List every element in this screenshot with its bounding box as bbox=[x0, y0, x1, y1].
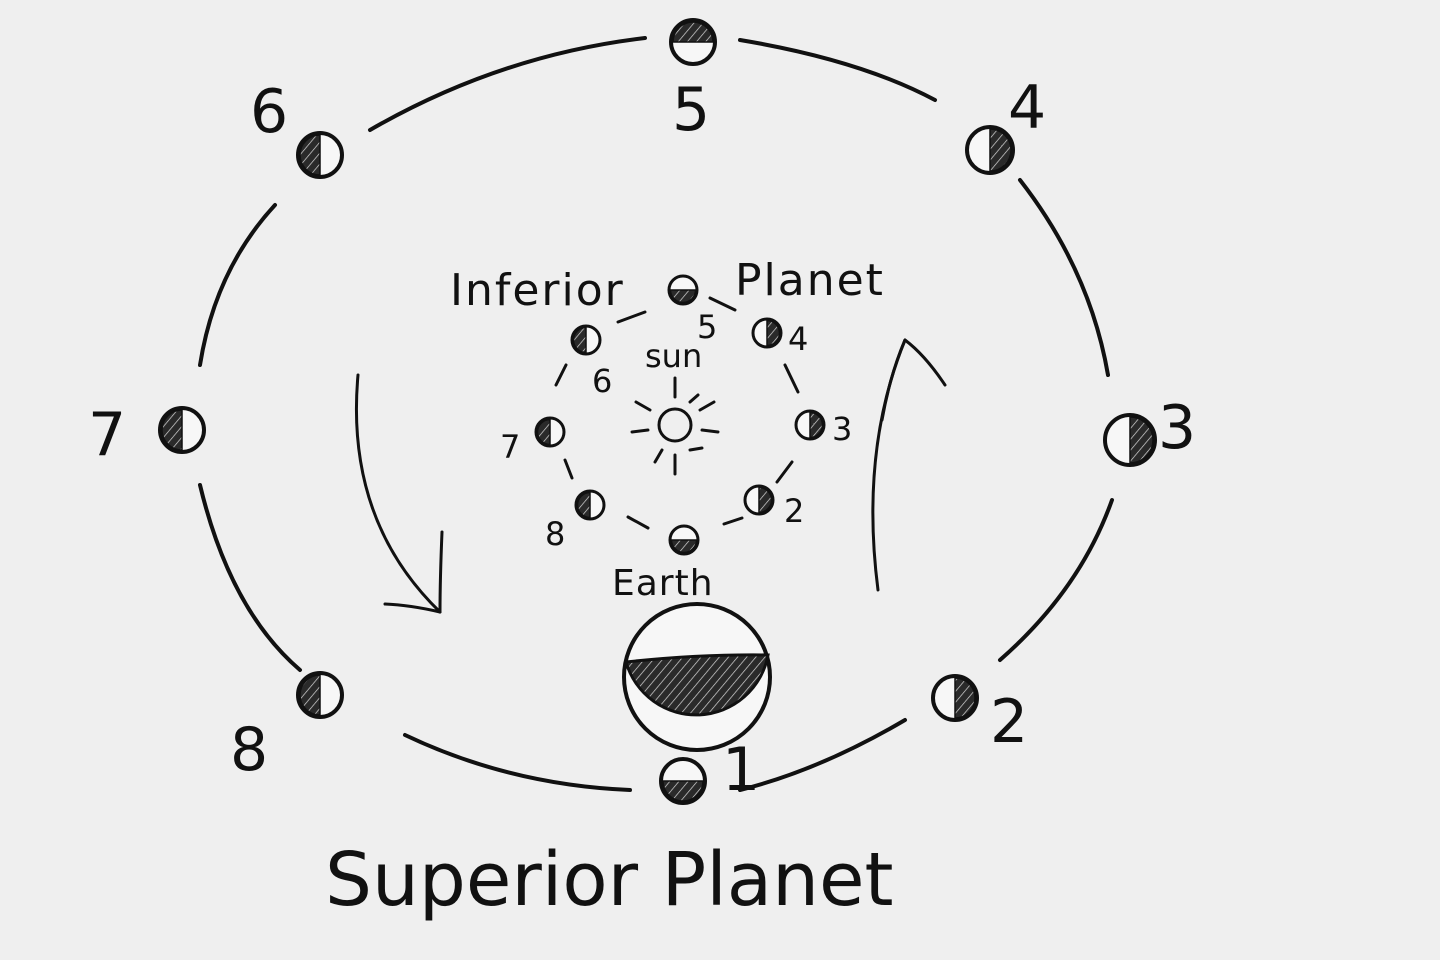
outer-phase-8-label: 8 bbox=[230, 715, 268, 785]
inner-planet-1-shadow bbox=[670, 539, 698, 554]
inner-phase-2: 2 bbox=[743, 484, 804, 530]
inner-planet-3-shadow bbox=[809, 411, 824, 439]
superior-planet-title: Superior Planet bbox=[325, 837, 894, 923]
outer-phase-2-label: 2 bbox=[990, 687, 1028, 757]
inner-phase-4-label: 4 bbox=[788, 320, 808, 358]
inner-planet-8-shadow bbox=[576, 491, 591, 519]
direction-arrow-right bbox=[871, 338, 947, 592]
inner-planet-4-shadow bbox=[766, 319, 781, 347]
outer-phase-3-label: 3 bbox=[1158, 393, 1196, 463]
outer-phase-6: 6 bbox=[250, 77, 344, 179]
outer-phase-4-label: 4 bbox=[1008, 73, 1046, 143]
inner-planet-5-shadow bbox=[669, 289, 697, 304]
inner-phase-6: 6 bbox=[570, 324, 612, 400]
outer-phase-1: 1 bbox=[659, 735, 760, 805]
outer-phase-group: 1 2 3 4 5 6 7 8 bbox=[88, 18, 1196, 805]
inner-phase-7: 7 bbox=[500, 416, 566, 466]
inner-planet-2-shadow bbox=[758, 486, 773, 514]
outer-phase-5-label: 5 bbox=[672, 75, 710, 145]
outer-phase-4: 4 bbox=[965, 73, 1046, 175]
inner-phase-8-label: 8 bbox=[545, 515, 565, 553]
direction-arrow-left bbox=[354, 373, 444, 614]
outer-planet-2-shadow bbox=[954, 677, 976, 719]
inner-phase-5-label: 5 bbox=[697, 308, 717, 346]
outer-phase-8: 8 bbox=[230, 671, 344, 785]
outer-planet-4-shadow bbox=[989, 128, 1012, 172]
inner-phase-8: 8 bbox=[545, 489, 606, 553]
inner-phase-4: 4 bbox=[751, 317, 808, 358]
earth-label: Earth bbox=[612, 563, 714, 604]
outer-planet-1-shadow bbox=[662, 780, 704, 802]
outer-phase-5: 5 bbox=[669, 18, 717, 145]
inner-phase-3-label: 3 bbox=[832, 410, 852, 448]
inner-planet-6-shadow bbox=[572, 326, 587, 354]
outer-planet-3-shadow bbox=[1129, 416, 1154, 464]
inner-phase-7-label: 7 bbox=[500, 428, 520, 466]
inferior-title: Inferior bbox=[450, 265, 625, 316]
sun-label: sun bbox=[645, 337, 702, 375]
outer-orbit bbox=[198, 36, 1114, 792]
outer-planet-8-shadow bbox=[299, 674, 321, 716]
inner-phase-3: 3 bbox=[794, 409, 852, 448]
planet-title: Planet bbox=[735, 255, 885, 306]
inner-phase-2-label: 2 bbox=[784, 492, 804, 530]
inner-phase-5: 5 bbox=[667, 274, 717, 346]
inner-planet-7-shadow bbox=[536, 418, 551, 446]
outer-planet-7-shadow bbox=[161, 409, 183, 451]
outer-phase-1-label: 1 bbox=[722, 735, 760, 805]
outer-phase-7: 7 bbox=[88, 400, 206, 470]
outer-planet-5-shadow bbox=[672, 21, 714, 43]
outer-phase-3: 3 bbox=[1103, 393, 1196, 467]
inner-orbit bbox=[554, 296, 800, 530]
outer-phase-6-label: 6 bbox=[250, 77, 288, 147]
outer-phase-2: 2 bbox=[931, 674, 1028, 757]
earth-icon bbox=[622, 602, 772, 752]
sun-icon bbox=[630, 376, 720, 476]
inner-phase-group: 2 3 4 5 6 7 8 bbox=[500, 274, 852, 556]
inner-phase-1 bbox=[668, 524, 700, 556]
outer-phase-7-label: 7 bbox=[88, 400, 126, 470]
inner-phase-6-label: 6 bbox=[592, 362, 612, 400]
outer-planet-6-shadow bbox=[299, 134, 321, 176]
